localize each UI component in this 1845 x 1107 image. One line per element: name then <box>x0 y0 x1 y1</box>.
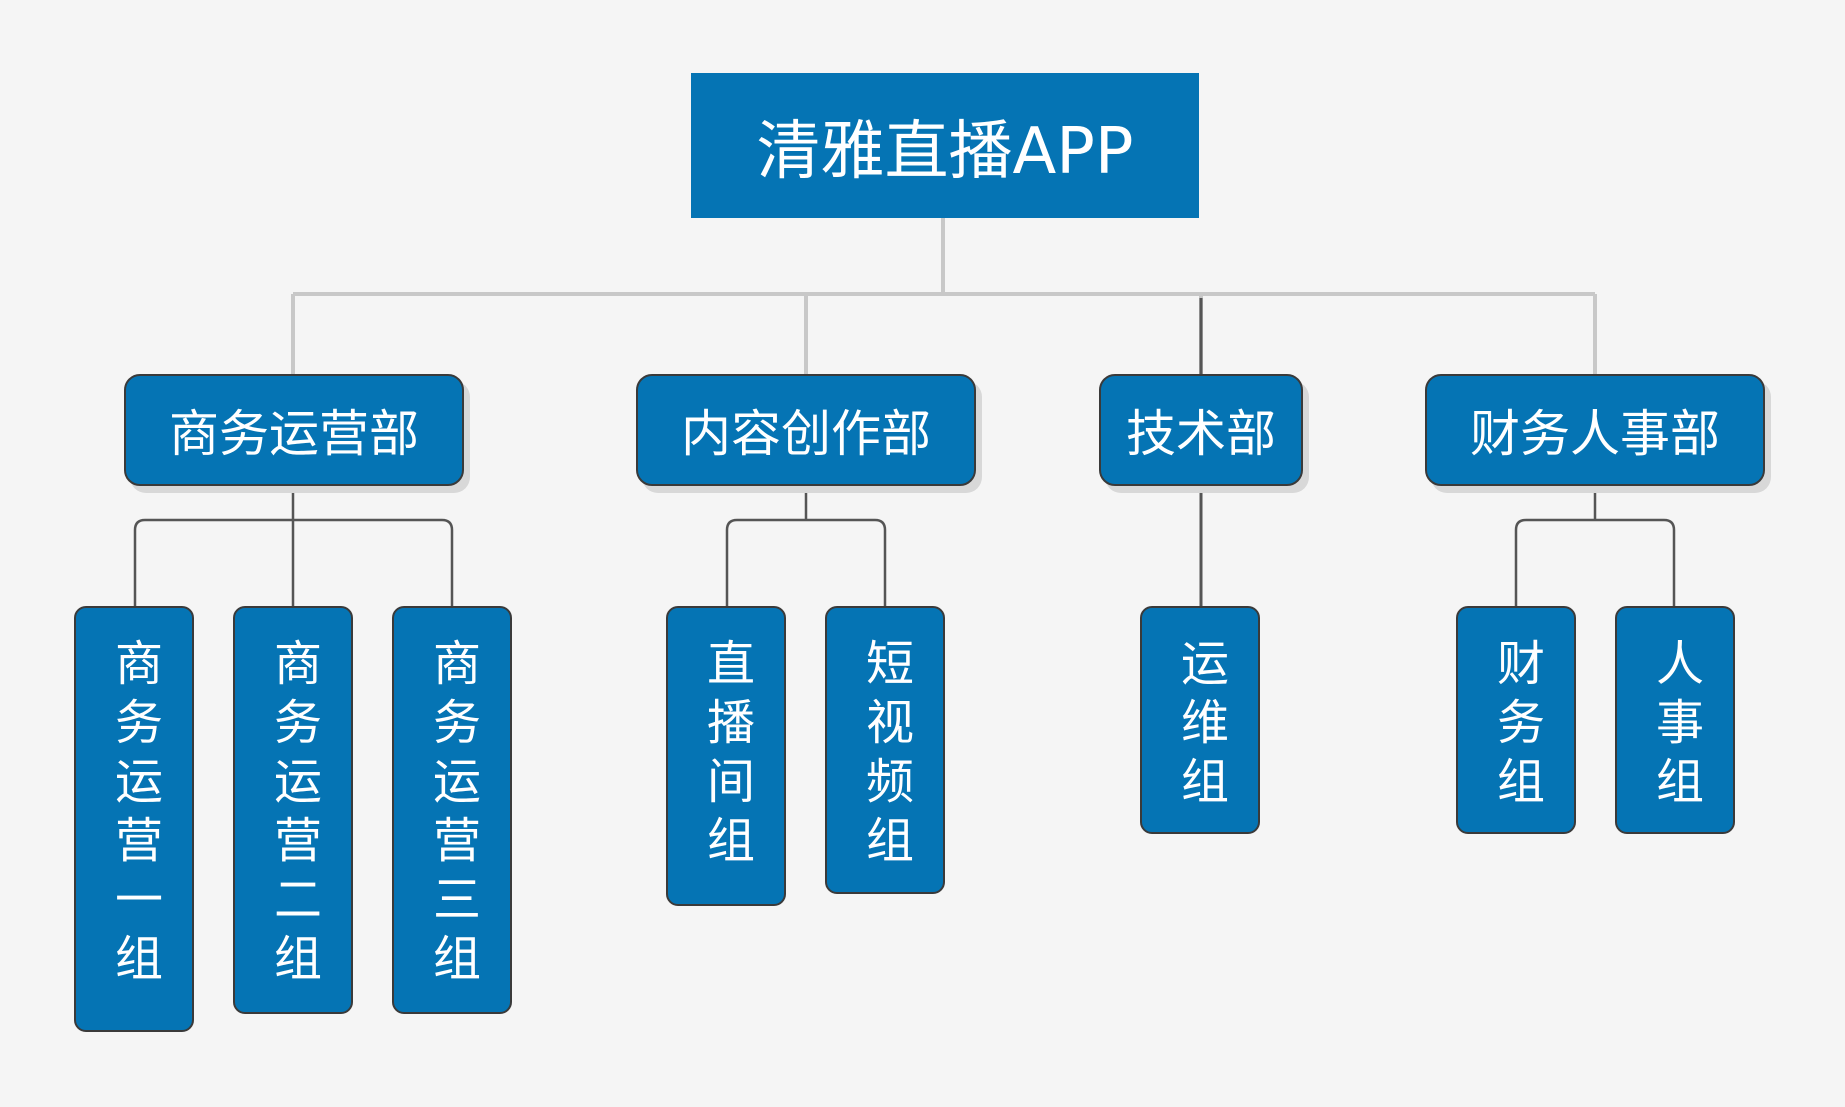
dept-node-business-ops: 商务运营部 <box>124 374 464 486</box>
root-node: 清雅直播APP <box>691 73 1199 218</box>
root-label: 清雅直播APP <box>756 114 1134 189</box>
group-node: 商务运营三组 <box>392 606 512 1014</box>
dept-label: 财务人事部 <box>1470 405 1720 463</box>
group-node: 直播间组 <box>666 606 786 906</box>
group-node: 商务运营一组 <box>74 606 194 1032</box>
group-label: 直播间组 <box>698 638 754 874</box>
group-label: 运维组 <box>1172 638 1228 815</box>
dept-label: 内容创作部 <box>681 405 931 463</box>
dept-node-finance-hr: 财务人事部 <box>1425 374 1765 486</box>
group-label: 短视频组 <box>857 638 913 874</box>
group-label: 人事组 <box>1647 638 1703 815</box>
dept-node-content: 内容创作部 <box>636 374 976 486</box>
dept-label: 商务运营部 <box>169 405 419 463</box>
group-node: 财务组 <box>1456 606 1576 834</box>
group-label: 商务运营二组 <box>265 638 321 992</box>
group-node: 商务运营二组 <box>233 606 353 1014</box>
group-label: 财务组 <box>1488 638 1544 815</box>
group-node: 运维组 <box>1140 606 1260 834</box>
dept-label: 技术部 <box>1126 405 1276 463</box>
group-node: 人事组 <box>1615 606 1735 834</box>
group-node: 短视频组 <box>825 606 945 894</box>
group-label: 商务运营一组 <box>106 638 162 992</box>
dept-node-tech: 技术部 <box>1099 374 1303 486</box>
group-label: 商务运营三组 <box>424 638 480 992</box>
